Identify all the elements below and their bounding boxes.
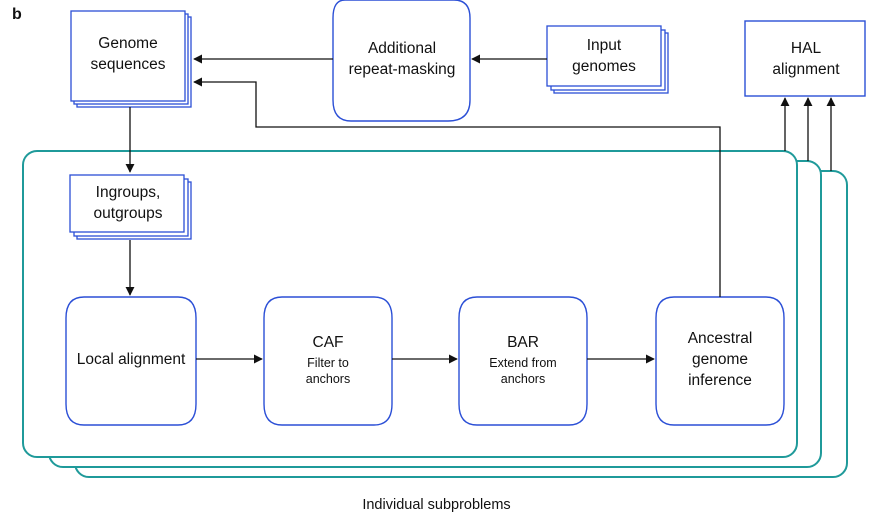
local-alignment-node xyxy=(65,296,197,426)
hal-alignment-label: HAL alignment xyxy=(772,40,840,78)
figure-caption: Individual subproblems xyxy=(362,497,511,513)
panel-letter: b xyxy=(12,6,22,23)
subproblem-panel-front xyxy=(22,150,798,458)
ancestral-inference-node xyxy=(655,296,785,426)
hal-alignment-box xyxy=(744,20,866,97)
bar-label-group: BAR Extend from anchors xyxy=(462,325,584,393)
repeat-masking-label: Additional repeat-masking xyxy=(348,40,456,78)
repeat-masking-node xyxy=(332,0,471,122)
bar-title: BAR xyxy=(507,333,539,351)
genome-sequences-box xyxy=(70,10,192,108)
arrow-ancestral-feedback xyxy=(193,77,721,297)
local-alignment-label: Local alignment xyxy=(76,350,186,368)
caf-node xyxy=(263,296,393,426)
caf-subtitle: Filter to anchors xyxy=(305,355,351,386)
caf-title: CAF xyxy=(312,333,344,351)
input-genomes-box xyxy=(546,25,669,94)
genome-sequences-label: Genome sequences xyxy=(90,35,166,73)
input-genomes-label: Input genomes xyxy=(572,37,636,75)
caf-label-group: CAF Filter to anchors xyxy=(270,325,386,393)
bar-subtitle: Extend from anchors xyxy=(489,355,557,386)
bar-node xyxy=(458,296,588,426)
ingroups-outgroups-box xyxy=(69,174,192,240)
ingroups-outgroups-label: Ingroups, outgroups xyxy=(93,184,163,222)
ancestral-inference-label: Ancestral genome inference xyxy=(687,329,753,389)
